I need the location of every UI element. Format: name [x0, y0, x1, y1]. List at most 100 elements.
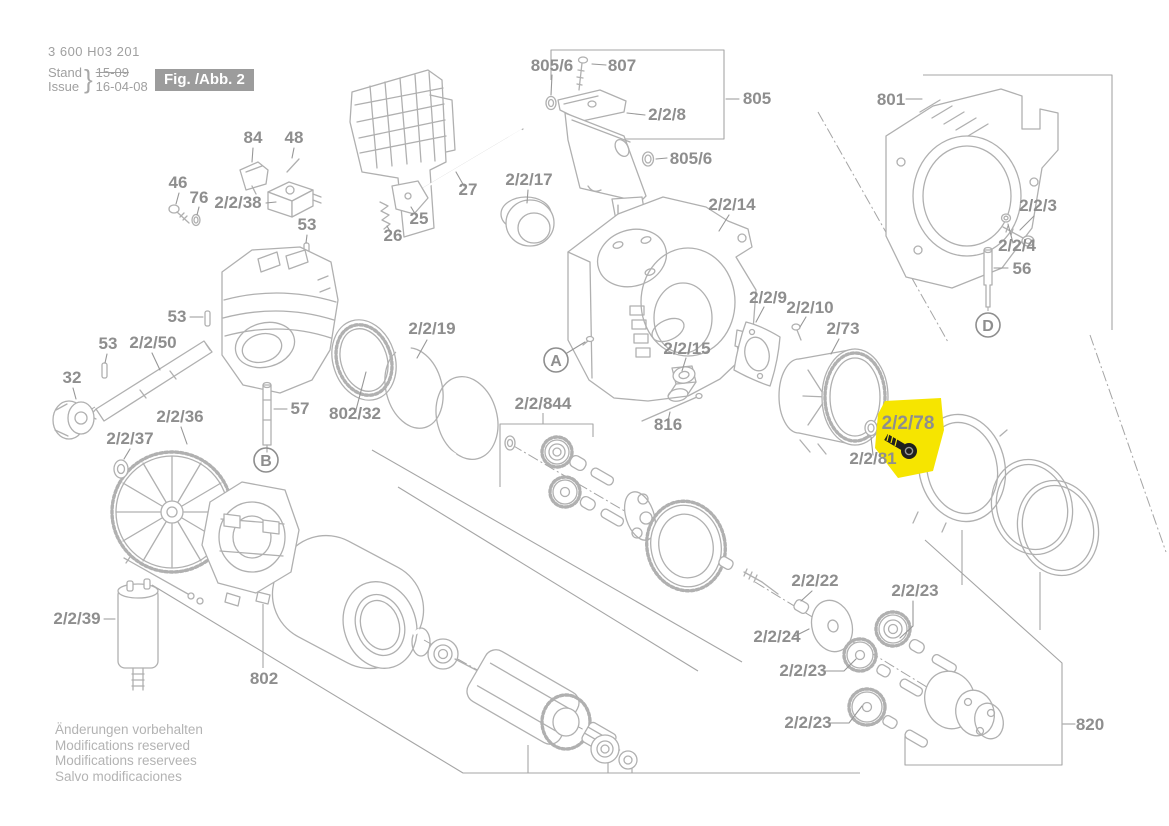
- armature-assembly: [411, 627, 638, 770]
- part-label-2-73: 2/73: [826, 319, 859, 338]
- pin-816: [641, 392, 703, 422]
- type-number: 3 600 H03 201: [48, 44, 140, 59]
- o-ring-805-6-lower: [641, 151, 655, 167]
- pin-53-c: [101, 362, 108, 379]
- part-label-27: 27: [459, 180, 478, 199]
- spindle-2-2-50: [89, 340, 213, 422]
- highlight-patch: [875, 398, 944, 478]
- part-label-2-2-22: 2/2/22: [791, 571, 838, 590]
- grommet-2-2-17: [500, 196, 555, 247]
- nut-32: [52, 400, 95, 440]
- part-label-53-a: 53: [298, 215, 317, 234]
- part-label-2-2-37: 2/2/37: [106, 429, 153, 448]
- legal-footer: Änderungen vorbehalten Modifications res…: [55, 722, 203, 784]
- gear-housing-2-2-14: [567, 196, 757, 402]
- washer-2-2-4: [1000, 213, 1012, 223]
- part-label-2-2-15: 2/2/15: [663, 339, 710, 358]
- part-label-802-32: 802/32: [329, 404, 381, 423]
- part-label-48: 48: [285, 128, 304, 147]
- part-label-2-2-9: 2/2/9: [749, 288, 787, 307]
- part-label-2-2-10: 2/2/10: [786, 298, 833, 317]
- part-label-2-2-78: 2/2/78: [882, 413, 935, 434]
- part-label-84: 84: [244, 128, 263, 147]
- planet-gear-3: [847, 687, 887, 727]
- detail-marker-d: D: [975, 312, 1001, 338]
- part-label-56: 56: [1013, 259, 1032, 278]
- snap-ring-2-2-19: [384, 343, 444, 429]
- screw-2-2-10: [791, 323, 802, 341]
- part-label-76: 76: [190, 188, 209, 207]
- open-ring: [435, 376, 499, 460]
- disc-2-2-24: [810, 599, 854, 653]
- gear-train-2-2-844: [504, 435, 734, 593]
- planet-gear-1: [874, 610, 912, 648]
- pin-48: [286, 158, 300, 173]
- part-label-2-2-14: 2/2/14: [708, 195, 756, 214]
- stand-label: Stand: [48, 64, 82, 80]
- brush-holder-84: [239, 161, 269, 195]
- brush-end-shield: [201, 481, 300, 607]
- screw-2-2-3: [1002, 225, 1035, 247]
- issue-label: Issue: [48, 78, 80, 94]
- screw-807: [576, 56, 589, 91]
- part-label-2-2-844: 2/2/844: [515, 394, 572, 413]
- o-ring-805-6-upper: [545, 95, 557, 111]
- svg-text:B: B: [260, 453, 272, 470]
- detail-marker-b: B: [253, 447, 279, 473]
- footer-line-en: Modifications reserved: [55, 737, 191, 753]
- o-ring-large-1: [990, 458, 1074, 556]
- spring-26: [379, 201, 391, 230]
- pin-57: [262, 381, 272, 453]
- pin-56: [983, 246, 993, 308]
- bearing-bracket-801: [885, 88, 1059, 289]
- footer-line-de: Änderungen vorbehalten: [55, 722, 203, 737]
- highlighted-screw: [884, 432, 917, 459]
- part-label-805-6-upper: 805/6: [531, 56, 574, 75]
- stand-value-superseded: 15-09: [95, 64, 129, 80]
- part-label-805: 805: [743, 89, 771, 108]
- highlighted-part-2-2-78: 2/2/78: [875, 398, 944, 478]
- washer-2-2-37: [113, 459, 129, 479]
- screw-46: [168, 204, 190, 224]
- switch-2-2-38: [267, 181, 322, 218]
- pin-3: [904, 729, 929, 748]
- part-label-816: 816: [654, 415, 682, 434]
- part-label-32: 32: [63, 368, 82, 387]
- bushing-2-2-22: [793, 599, 810, 615]
- rod-27: [409, 128, 524, 197]
- washer-76: [191, 213, 201, 227]
- part-label-802: 802: [250, 669, 278, 688]
- part-label-2-2-4: 2/2/4: [998, 236, 1036, 255]
- part-label-801: 801: [877, 90, 905, 109]
- brush-leads: [123, 556, 204, 605]
- assembly-boundary-lines: [151, 49, 1113, 774]
- pinion-shaft: [743, 568, 779, 595]
- roller-2: [876, 663, 891, 678]
- part-label-2-2-50: 2/2/50: [129, 333, 176, 352]
- part-label-2-2-3: 2/2/3: [1019, 196, 1057, 215]
- svg-text:A: A: [550, 353, 562, 370]
- footer-line-es: Salvo modificaciones: [55, 768, 182, 784]
- part-label-2-2-24: 2/2/24: [753, 627, 801, 646]
- part-label-2-2-23-a: 2/2/23: [891, 581, 938, 600]
- part-label-820: 820: [1076, 715, 1104, 734]
- part-label-807: 807: [608, 56, 636, 75]
- o-ring-large-2: [1016, 479, 1100, 577]
- clamp-bar-2-2-8: [557, 89, 627, 122]
- figure-badge: Fig. /Abb. 2: [155, 69, 254, 91]
- gear-set-820: [743, 568, 1004, 748]
- stand-issue-block: Stand Issue } 15-09 16-04-08: [48, 64, 148, 95]
- part-labels: 805/6 807 805 2/2/8 805/6 801 2/2/3 2/2/…: [53, 56, 1104, 734]
- capacitor-2-2-39: [117, 578, 159, 691]
- detail-marker-a: A: [543, 347, 569, 373]
- part-label-2-2-19: 2/2/19: [408, 319, 455, 338]
- part-label-2-2-39: 2/2/39: [53, 609, 100, 628]
- part-label-2-2-38: 2/2/38: [214, 193, 261, 212]
- pin-1: [931, 653, 957, 674]
- guard-grille: [349, 69, 456, 238]
- part-label-805-6-lower: 805/6: [670, 149, 713, 168]
- part-label-57: 57: [291, 399, 310, 418]
- part-label-53-b: 53: [168, 307, 187, 326]
